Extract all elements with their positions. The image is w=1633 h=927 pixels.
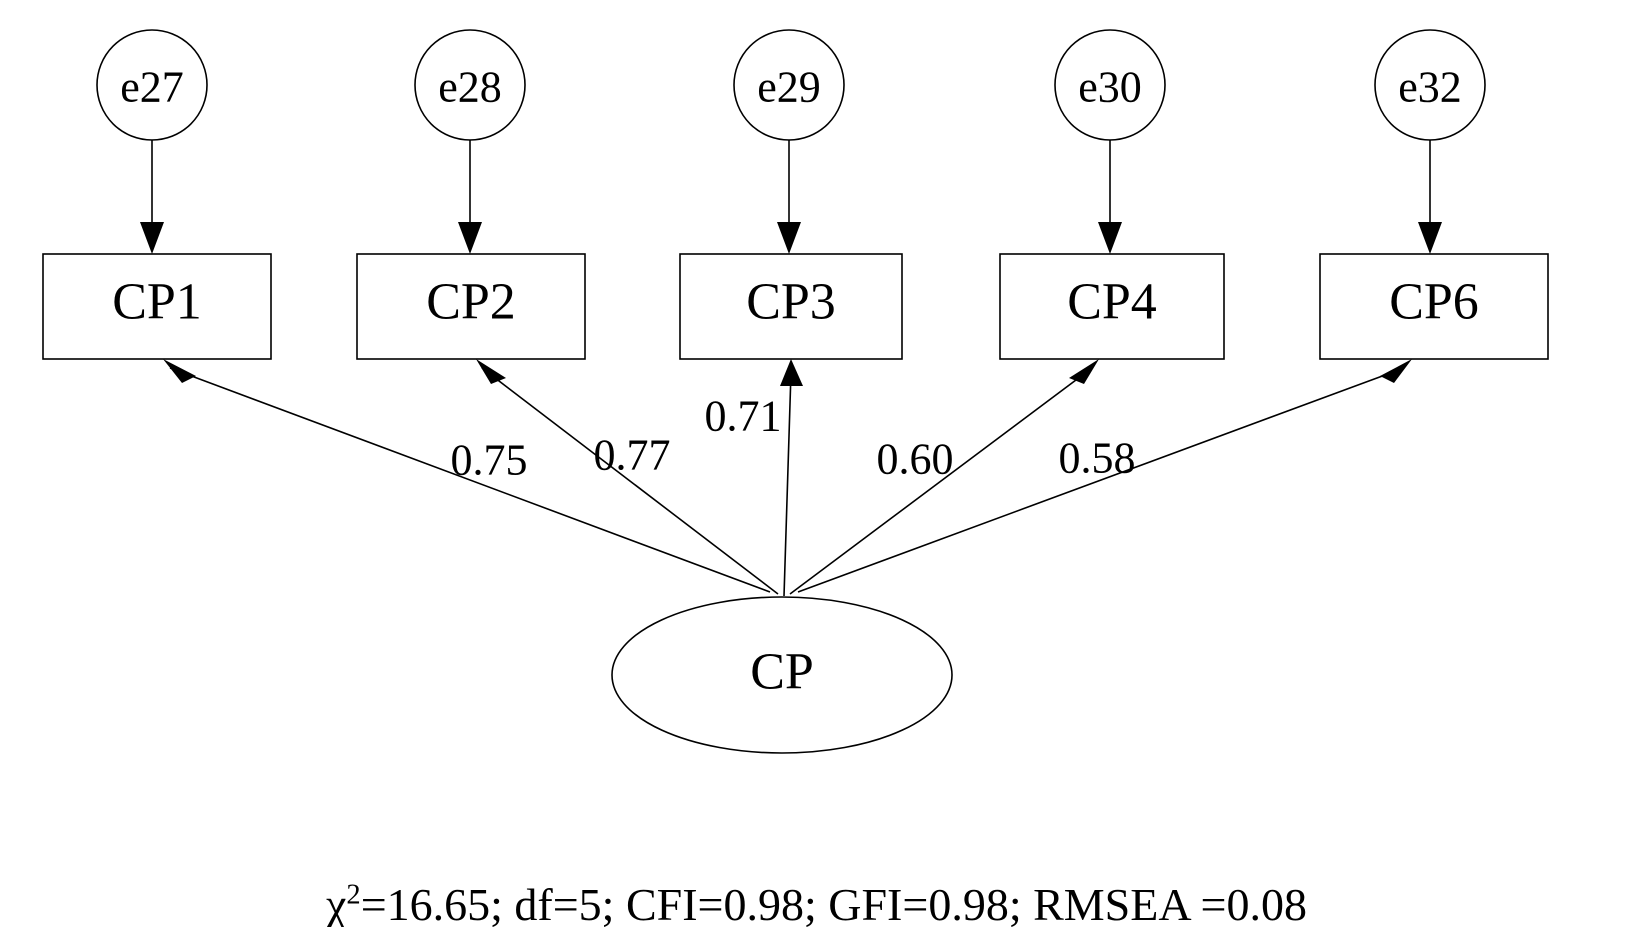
indicator-box-CP2[interactable] <box>356 253 586 360</box>
error-label-e32: e32 <box>1398 63 1462 112</box>
indicator-label-CP4: CP4 <box>1067 274 1157 331</box>
chi-square-superscript: 2 <box>346 879 361 911</box>
loading-path-CP1[interactable] <box>169 367 771 593</box>
error-label-e30: e30 <box>1078 63 1142 112</box>
indicator-label-CP1: CP1 <box>112 274 202 331</box>
latent-label-CP: CP <box>750 644 814 701</box>
error-label-e28: e28 <box>438 63 502 112</box>
chi-square-symbol: χ <box>326 879 347 927</box>
indicator-group-CP2[interactable]: CP2 <box>356 253 586 360</box>
error-term-group-e29[interactable]: e29 <box>733 29 845 254</box>
fit-statistics-text: =16.65; df=5; CFI=0.98; GFI=0.98; RMSEA … <box>360 879 1307 927</box>
indicator-group-CP1[interactable]: CP1 <box>42 253 272 360</box>
factor-loading-paths <box>163 359 1412 597</box>
indicator-label-CP6: CP6 <box>1389 274 1479 331</box>
error-arrow-head-e27 <box>140 222 164 254</box>
loading-value-CP4: 0.60 <box>877 435 954 484</box>
indicator-group-CP6[interactable]: CP6 <box>1319 253 1549 360</box>
loading-value-CP1: 0.75 <box>451 436 528 485</box>
loading-value-CP6: 0.58 <box>1059 434 1136 483</box>
indicator-box-CP6[interactable] <box>1319 253 1549 360</box>
indicator-box-CP4[interactable] <box>999 253 1225 360</box>
error-term-group-e28[interactable]: e28 <box>414 29 526 254</box>
error-label-e29: e29 <box>757 63 821 112</box>
loading-arrow-head-CP2 <box>476 359 506 384</box>
latent-ellipse-CP[interactable] <box>611 596 953 754</box>
loading-path-CP2[interactable] <box>481 367 779 595</box>
loading-arrow-head-CP1 <box>163 359 196 383</box>
loading-value-CP3: 0.71 <box>705 392 782 441</box>
error-label-e27: e27 <box>120 63 184 112</box>
indicator-label-CP2: CP2 <box>426 274 516 331</box>
error-term-group-e32[interactable]: e32 <box>1374 29 1486 254</box>
indicator-box-CP1[interactable] <box>42 253 272 360</box>
fit-statistics-caption: χ2=16.65; df=5; CFI=0.98; GFI=0.98; RMSE… <box>0 879 1633 927</box>
error-term-group-e27[interactable]: e27 <box>96 29 208 254</box>
latent-factor-group-CP[interactable]: CP <box>611 596 953 754</box>
loading-arrow-head-CP6 <box>1380 359 1412 383</box>
loading-arrow-head-CP3 <box>780 359 803 386</box>
error-arrow-head-e29 <box>777 222 801 254</box>
loading-arrow-head-CP4 <box>1069 359 1099 384</box>
loading-path-CP3[interactable] <box>783 371 792 597</box>
loading-path-CP6[interactable] <box>797 367 1405 593</box>
indicator-label-CP3: CP3 <box>746 274 836 331</box>
loading-value-CP2: 0.77 <box>594 431 671 480</box>
error-term-group-e30[interactable]: e30 <box>1054 29 1166 254</box>
indicator-group-CP4[interactable]: CP4 <box>999 253 1225 360</box>
loading-path-CP4[interactable] <box>789 367 1093 595</box>
indicator-box-CP3[interactable] <box>679 253 903 360</box>
error-arrow-head-e28 <box>458 222 482 254</box>
error-arrow-head-e32 <box>1418 222 1442 254</box>
error-arrow-head-e30 <box>1098 222 1122 254</box>
indicator-group-CP3[interactable]: CP3 <box>679 253 903 360</box>
